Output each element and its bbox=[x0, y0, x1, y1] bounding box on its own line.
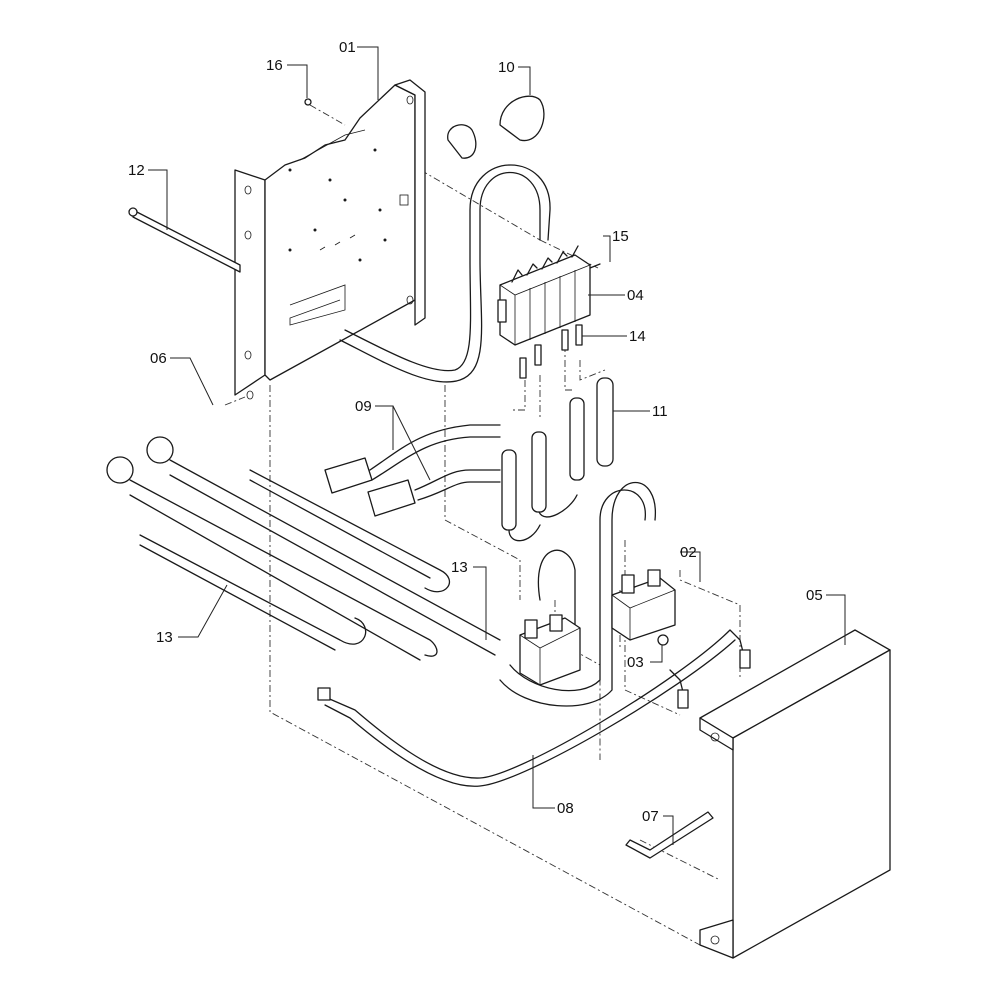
wire-loop-top bbox=[339, 164, 551, 383]
callout-16: 16 bbox=[266, 57, 283, 74]
callout-13-lower: 13 bbox=[156, 629, 173, 646]
cable-ties bbox=[447, 95, 545, 159]
callout-15: 15 bbox=[612, 228, 629, 245]
callout-04: 04 bbox=[627, 287, 644, 304]
screw bbox=[657, 634, 669, 646]
assembly-lines bbox=[224, 104, 741, 946]
callout-01: 01 bbox=[339, 39, 356, 56]
relays bbox=[519, 569, 676, 686]
callout-06: 06 bbox=[150, 350, 167, 367]
nut bbox=[304, 98, 312, 106]
terminal-block bbox=[497, 245, 591, 346]
callout-07: 07 bbox=[642, 808, 659, 825]
screw-small bbox=[589, 263, 601, 269]
callout-10: 10 bbox=[498, 59, 515, 76]
callouts: 01 16 10 12 15 04 14 06 09 11 13 02 05 0… bbox=[128, 39, 846, 845]
fuse-clips bbox=[519, 324, 583, 379]
callout-05: 05 bbox=[806, 587, 823, 604]
capacitors bbox=[501, 377, 614, 542]
mounting-plate bbox=[234, 79, 426, 400]
callout-13-upper: 13 bbox=[451, 559, 468, 576]
callout-02: 02 bbox=[680, 544, 697, 561]
callout-09: 09 bbox=[355, 398, 372, 415]
connector-harness bbox=[324, 424, 501, 517]
cover bbox=[699, 629, 891, 959]
callout-11: 11 bbox=[652, 403, 668, 420]
callout-12: 12 bbox=[128, 162, 145, 179]
rod-sensor bbox=[128, 207, 241, 273]
bracket bbox=[625, 811, 714, 859]
callout-08: 08 bbox=[557, 800, 574, 817]
wire-harness bbox=[317, 629, 751, 787]
callout-03: 03 bbox=[627, 654, 644, 671]
callout-14: 14 bbox=[629, 328, 646, 345]
